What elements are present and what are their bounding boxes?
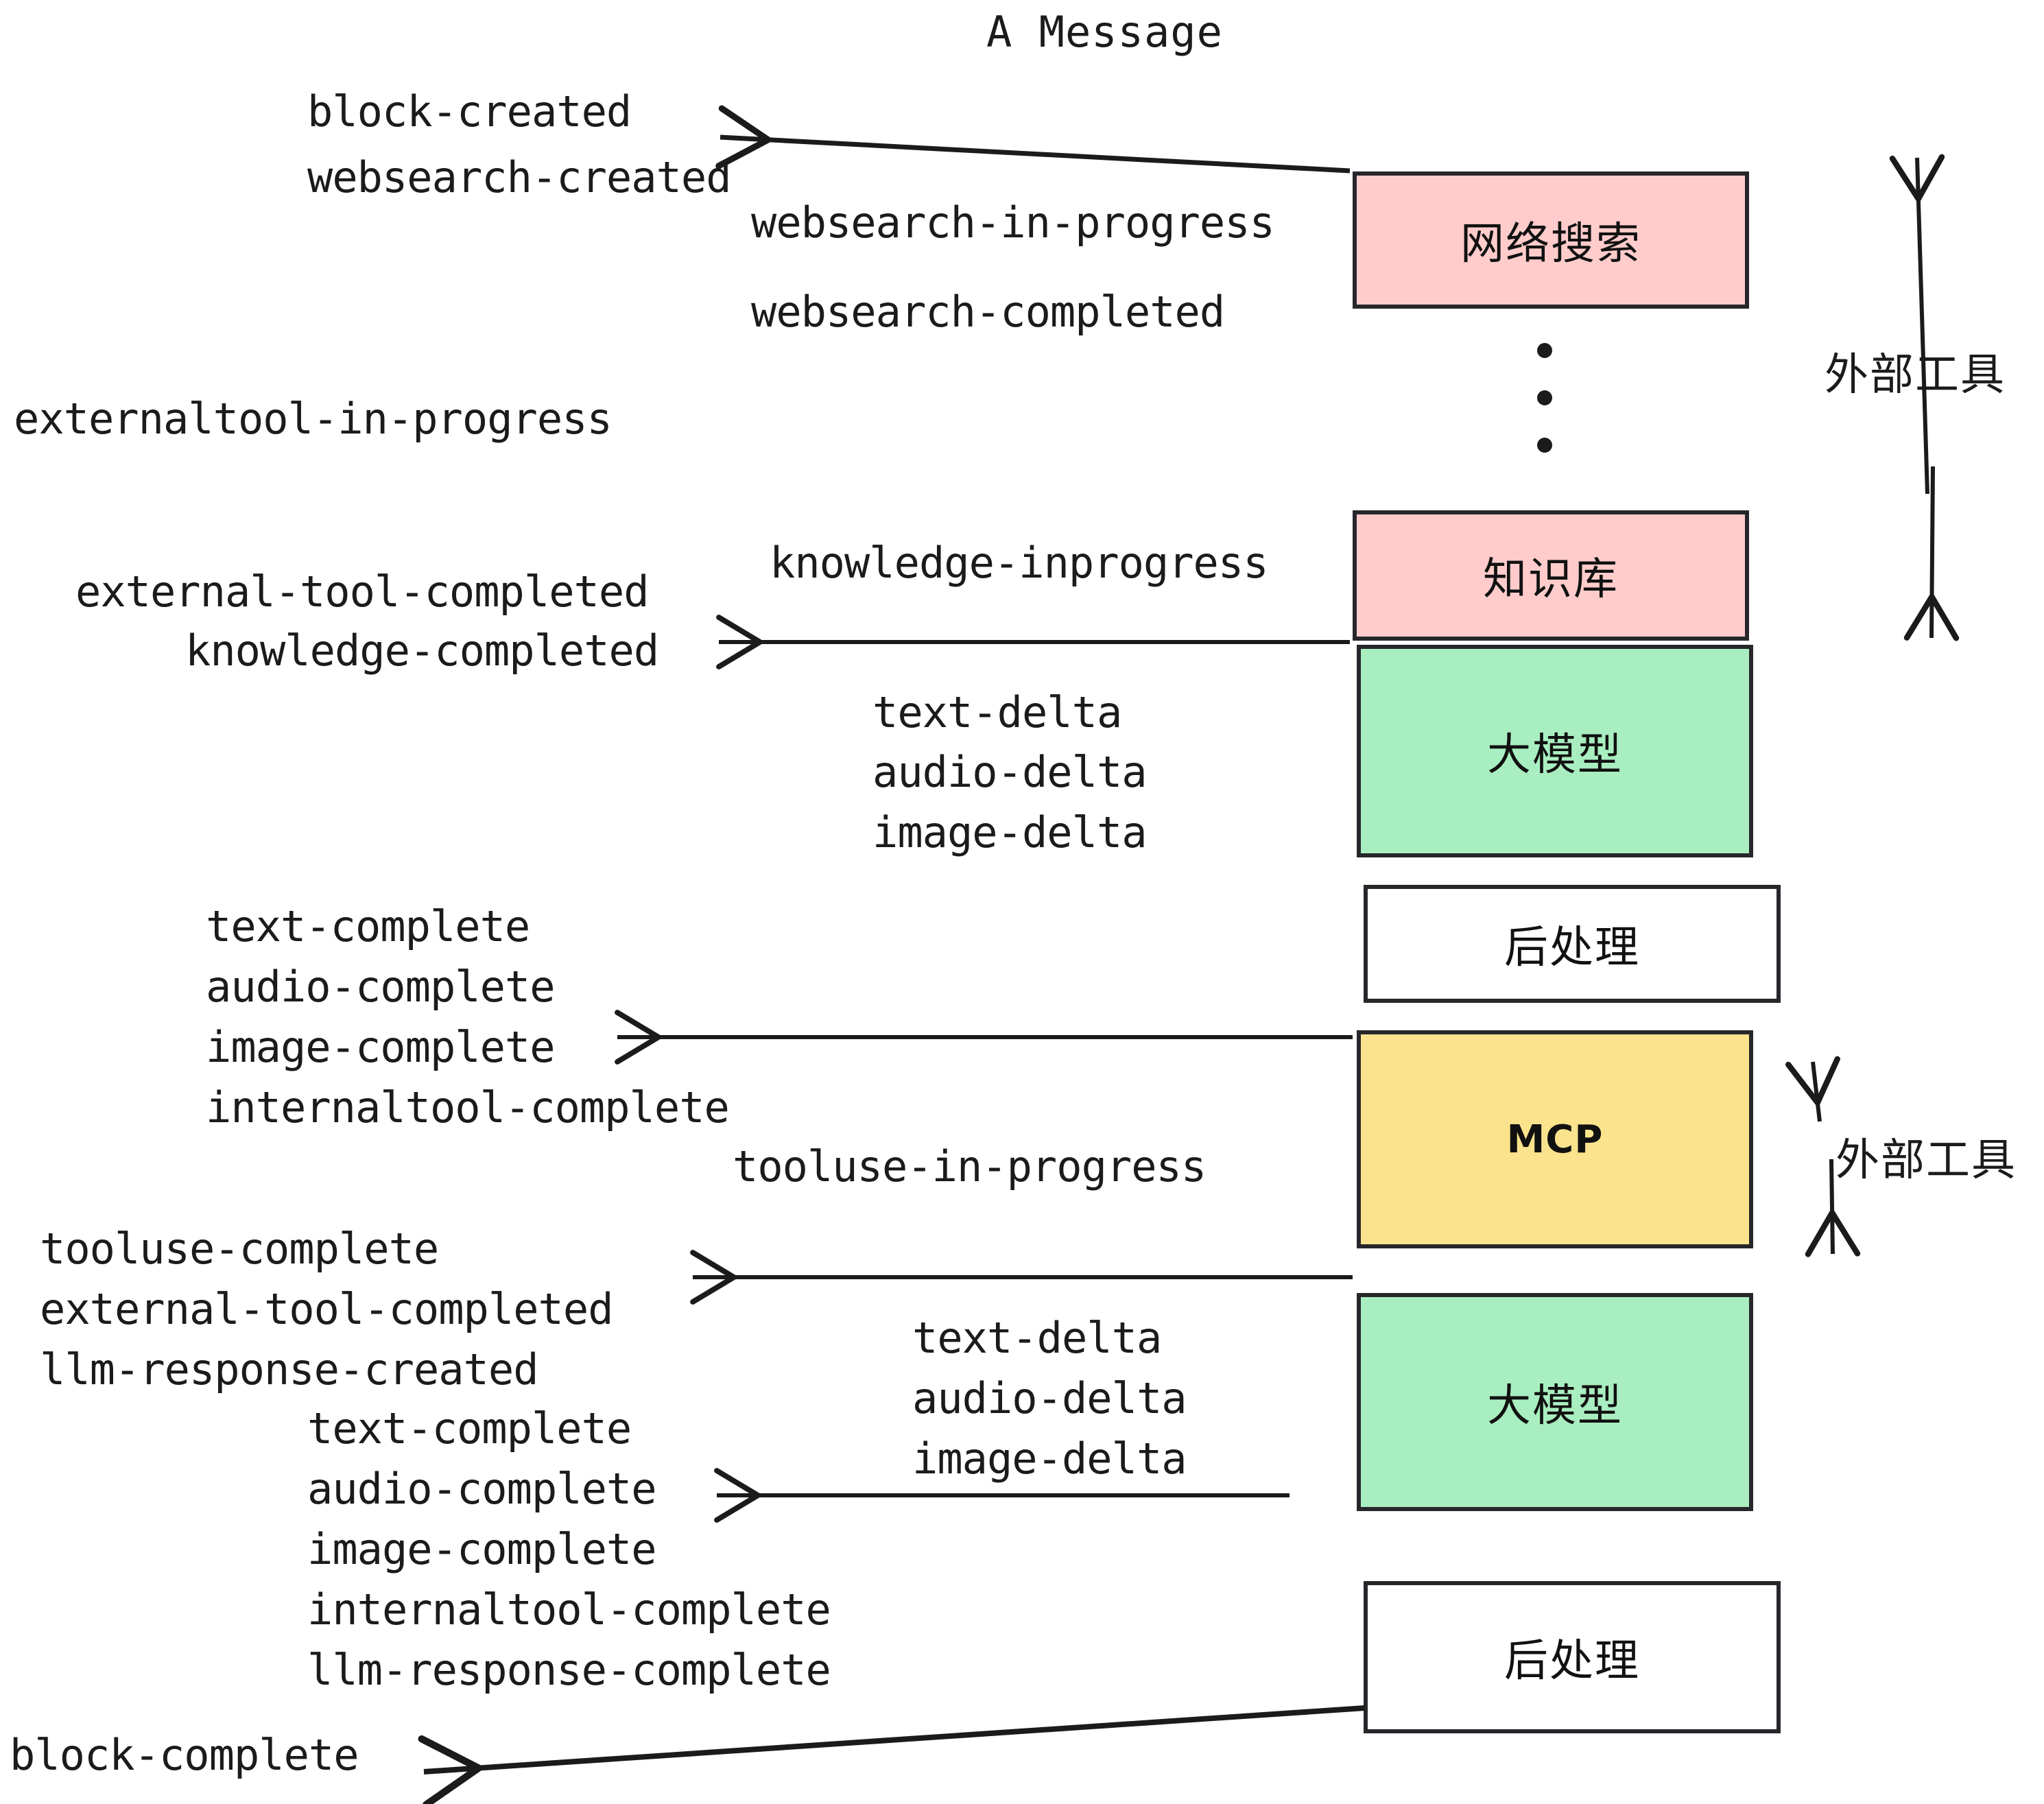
box-mcp-label: MCP	[1506, 1117, 1604, 1162]
event-label-block-complete: block-complete	[10, 1730, 359, 1780]
box-knowledge-base-label: 知识库	[1483, 554, 1619, 605]
event-label-knowledge-completed: knowledge-completed	[185, 626, 659, 676]
box-postprocess-bottom[interactable]: 后处理	[1364, 1581, 1781, 1733]
event-label-text-delta-1: text-delta	[872, 687, 1122, 737]
arrow-external-tools-top-down	[1903, 466, 1960, 641]
ellipsis-dot	[1537, 390, 1552, 405]
box-websearch-label: 网络搜索	[1460, 219, 1641, 270]
event-label-text-complete-1: text-complete	[206, 901, 530, 951]
box-llm-bottom-label: 大模型	[1487, 1381, 1623, 1432]
event-label-tooluse-complete: tooluse-complete	[40, 1224, 439, 1274]
event-label-audio-complete-1: audio-complete	[206, 962, 556, 1012]
event-label-audio-delta-1: audio-delta	[872, 747, 1148, 797]
box-knowledge-base[interactable]: 知识库	[1353, 510, 1749, 641]
event-label-internaltool-complete-1: internaltool-complete	[206, 1082, 730, 1132]
event-label-externaltool-in-progress: externaltool-in-progress	[14, 394, 613, 444]
side-label-external-tools-top: 外部工具	[1825, 350, 2006, 401]
event-label-internaltool-complete-2: internaltool-complete	[307, 1585, 831, 1635]
box-llm-top[interactable]: 大模型	[1357, 645, 1753, 857]
event-label-websearch-completed: websearch-completed	[751, 287, 1225, 337]
event-label-tooluse-in-progress: tooluse-in-progress	[733, 1141, 1207, 1191]
event-label-knowledge-inprogress: knowledge-inprogress	[770, 538, 1269, 588]
page-title: A Message	[986, 7, 1223, 57]
event-label-audio-delta-2: audio-delta	[912, 1373, 1187, 1423]
event-label-image-delta-2: image-delta	[912, 1434, 1187, 1484]
event-label-websearch-in-progress: websearch-in-progress	[751, 198, 1275, 248]
event-label-image-complete-1: image-complete	[206, 1022, 556, 1072]
event-label-llm-response-complete: llm-response-complete	[307, 1645, 831, 1695]
box-postprocess-bottom-label: 后处理	[1504, 1636, 1640, 1687]
arrow-external-tools-top-up	[1889, 154, 1945, 495]
arrow-external-tools-bottom-down	[1805, 1159, 1861, 1257]
box-websearch[interactable]: 网络搜索	[1353, 171, 1749, 309]
arrow-websearch-to-block-created	[715, 105, 1351, 174]
box-llm-top-label: 大模型	[1487, 730, 1623, 781]
box-mcp[interactable]: MCP	[1357, 1030, 1753, 1248]
arrow-postprocess-to-block-complete	[418, 1705, 1366, 1804]
box-postprocess-top[interactable]: 后处理	[1364, 885, 1781, 1003]
event-label-audio-complete-2: audio-complete	[307, 1464, 657, 1514]
event-label-external-tool-completed-1: external-tool-completed	[75, 567, 650, 617]
event-label-image-complete-2: image-complete	[307, 1524, 657, 1574]
arrow-external-tools-bottom-up	[1785, 1056, 1840, 1122]
event-label-llm-response-created: llm-response-created	[40, 1344, 539, 1394]
ellipsis-dot	[1537, 438, 1552, 453]
event-label-block-created: block-created	[307, 86, 632, 137]
ellipsis-dot	[1537, 343, 1552, 358]
event-label-text-delta-2: text-delta	[912, 1313, 1162, 1363]
box-llm-bottom[interactable]: 大模型	[1357, 1293, 1753, 1511]
side-label-external-tools-bottom: 外部工具	[1835, 1135, 2017, 1186]
event-label-image-delta-1: image-delta	[872, 807, 1148, 857]
box-postprocess-top-label: 后处理	[1504, 923, 1640, 973]
event-label-text-complete-2: text-complete	[307, 1403, 632, 1453]
event-label-websearch-created: websearch-created	[307, 152, 732, 202]
vertical-ellipsis	[1536, 343, 1553, 453]
event-label-external-tool-completed-2: external-tool-completed	[40, 1284, 614, 1334]
